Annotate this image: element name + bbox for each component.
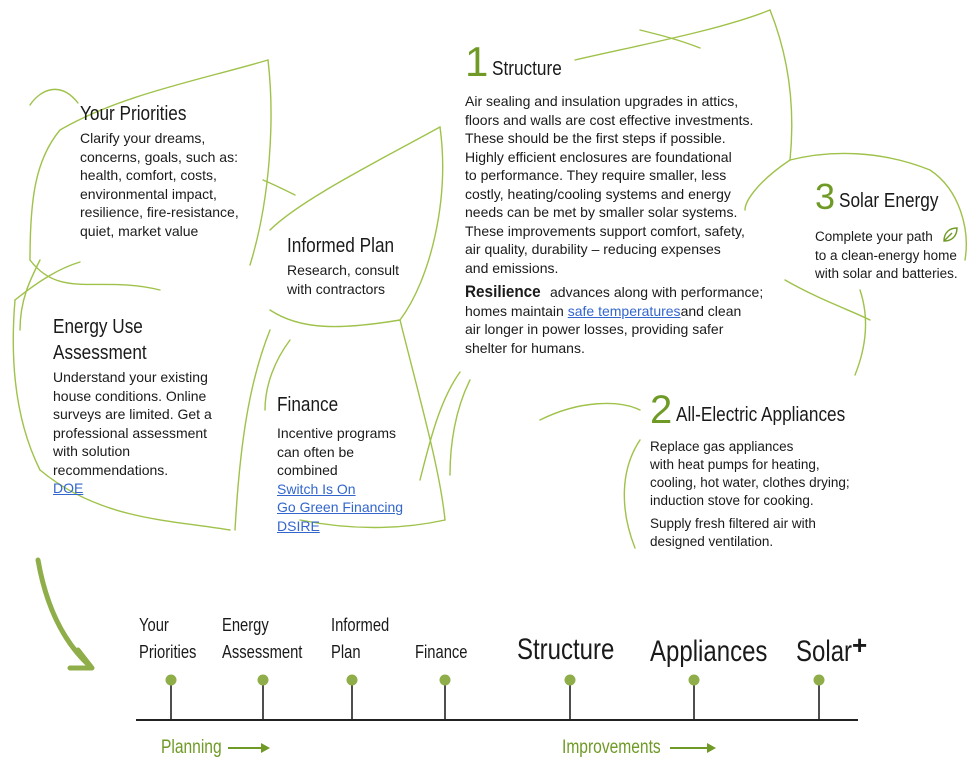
appliances-line: induction stove for cooking. xyxy=(650,493,814,508)
finance-title: Finance xyxy=(277,394,339,416)
structure-line: Highly efficient enclosures are foundati… xyxy=(465,148,732,165)
improvements-label: Improvements xyxy=(562,737,661,758)
timeline-step-solar: Solar xyxy=(796,635,852,669)
assessment-title-line2: Assessment xyxy=(53,342,147,364)
priorities-block: Your Priorities Clarify your dreams, con… xyxy=(80,103,270,240)
appliances-line: Supply fresh filtered air with xyxy=(650,516,816,531)
assessment-line: Understand your existing xyxy=(53,369,208,385)
plan-line: with contractors xyxy=(287,280,386,297)
go-green-financing-link[interactable]: Go Green Financing xyxy=(277,499,404,515)
plan-block: Informed Plan Research, consult with con… xyxy=(287,235,437,298)
timeline-dot-appliances xyxy=(688,674,700,686)
priorities-line: Clarify your dreams, xyxy=(80,130,206,146)
appliances-line: cooling, hot water, clothes drying; xyxy=(650,475,850,490)
switch-is-on-link[interactable]: Switch Is On xyxy=(277,480,356,497)
structure-line: Air sealing and insulation upgrades in a… xyxy=(465,93,739,109)
structure-line: floors and walls are cost effective inve… xyxy=(465,111,754,128)
safe-temperatures-link[interactable]: safe temperatures xyxy=(567,302,681,319)
resilience-text: advances along with performance; xyxy=(546,284,764,300)
finance-line: combined xyxy=(277,462,338,478)
finance-line: can often be xyxy=(277,443,355,460)
solar-line: with solar and batteries. xyxy=(815,266,958,281)
appliances-title: All-Electric Appliances xyxy=(676,404,846,426)
structure-line: and emissions. xyxy=(465,259,559,276)
structure-line: air quality, durability – reducing expen… xyxy=(465,241,721,257)
timeline-dot-plan xyxy=(346,674,358,686)
timeline-solar-label: Solar xyxy=(796,635,853,668)
structure-line: to performance. They require smaller, le… xyxy=(465,167,727,183)
structure-line: needs can be met by smaller solar system… xyxy=(465,204,738,220)
finance-block: Finance Incentive programs can often be … xyxy=(277,394,437,535)
solar-block: 3 Solar Energy Complete your path to a c… xyxy=(815,176,975,284)
structure-title: Structure xyxy=(492,58,563,80)
assessment-block: Energy Use Assessment Understand your ex… xyxy=(53,316,243,498)
timeline-step-line1: Your xyxy=(139,615,169,635)
solar-title: Solar Energy xyxy=(839,190,939,212)
timeline-dot-structure xyxy=(564,674,576,686)
structure-line: costly, heating/cooling systems and ener… xyxy=(465,185,731,202)
assessment-line: recommendations. xyxy=(53,461,169,478)
priorities-line: resilience, fire-resistance, xyxy=(80,204,239,220)
resilience-line-3: air longer in power losses, providing sa… xyxy=(465,321,724,337)
timeline-step-line2: Finance xyxy=(415,642,468,662)
priorities-line: environmental impact, xyxy=(80,185,217,202)
timeline-step-finance: Finance xyxy=(415,639,468,666)
resilience-line-4: shelter for humans. xyxy=(465,339,585,356)
resilience-pre: homes maintain xyxy=(465,302,568,319)
timeline-step-priorities: Your Priorities xyxy=(139,612,196,666)
solar-number: 3 xyxy=(815,176,836,217)
assessment-title-line1: Energy Use xyxy=(53,316,143,338)
solar-line: to a clean-energy home xyxy=(815,247,957,263)
plan-title: Informed Plan xyxy=(287,235,395,257)
priorities-title: Your Priorities xyxy=(80,103,187,125)
timeline-dot-priorities xyxy=(165,674,177,686)
assessment-line: professional assessment xyxy=(53,424,208,441)
timeline-step-assessment: Energy Assessment xyxy=(222,612,302,666)
timeline-step-line2: Priorities xyxy=(139,642,197,662)
timeline-arrow xyxy=(35,557,95,671)
appliances-block: 2 All-Electric Appliances Replace gas ap… xyxy=(650,388,880,551)
structure-line: These improvements support comfort, safe… xyxy=(465,222,745,239)
dsire-link[interactable]: DSIRE xyxy=(277,517,320,534)
priorities-line: quiet, market value xyxy=(80,222,199,239)
plan-line: Research, consult xyxy=(287,262,400,278)
timeline-step-line2: Assessment xyxy=(222,642,303,662)
doe-link[interactable]: DOE xyxy=(53,480,84,496)
timeline-step-line1: Informed xyxy=(331,615,390,635)
resilience-lead: Resilience xyxy=(465,282,541,301)
timeline-dot-finance xyxy=(439,674,451,686)
priorities-line: health, comfort, costs, xyxy=(80,167,217,183)
timeline-step-plan: Informed Plan xyxy=(331,612,389,666)
resilience-line-2: homes maintain safe temperatures and cle… xyxy=(465,302,785,321)
solar-line: Complete your path xyxy=(815,226,975,247)
structure-block: 1 Structure Air sealing and insulation u… xyxy=(465,38,785,357)
timeline-plus: + xyxy=(852,630,868,660)
timeline-dot-solar xyxy=(813,674,825,686)
timeline-step-structure: Structure xyxy=(517,633,615,666)
finance-line: Incentive programs xyxy=(277,425,397,441)
appliances-line: designed ventilation. xyxy=(650,534,774,549)
timeline-step-appliances: Appliances xyxy=(650,635,768,668)
assessment-line: surveys are limited. Get a xyxy=(53,406,212,422)
solar-line-text: Complete your path xyxy=(815,229,933,244)
priorities-line: concerns, goals, such as: xyxy=(80,148,238,165)
resilience-line-1: Resilience advances along with performan… xyxy=(465,282,785,302)
appliances-line: with heat pumps for heating, xyxy=(650,457,820,472)
assessment-line: house conditions. Online xyxy=(53,387,207,404)
planning-label: Planning xyxy=(161,737,222,758)
timeline-step-line2: Plan xyxy=(331,642,361,662)
leaf-icon xyxy=(942,227,958,242)
resilience-post: and clean xyxy=(680,302,742,319)
structure-number: 1 xyxy=(465,38,489,85)
timeline-dot-assessment xyxy=(257,674,269,686)
appliances-line: Replace gas appliances xyxy=(650,439,794,454)
timeline-step-line1: Energy xyxy=(222,615,269,635)
assessment-line: with solution xyxy=(53,443,131,459)
appliances-number: 2 xyxy=(650,388,673,432)
structure-line: These should be the first steps if possi… xyxy=(465,130,726,146)
